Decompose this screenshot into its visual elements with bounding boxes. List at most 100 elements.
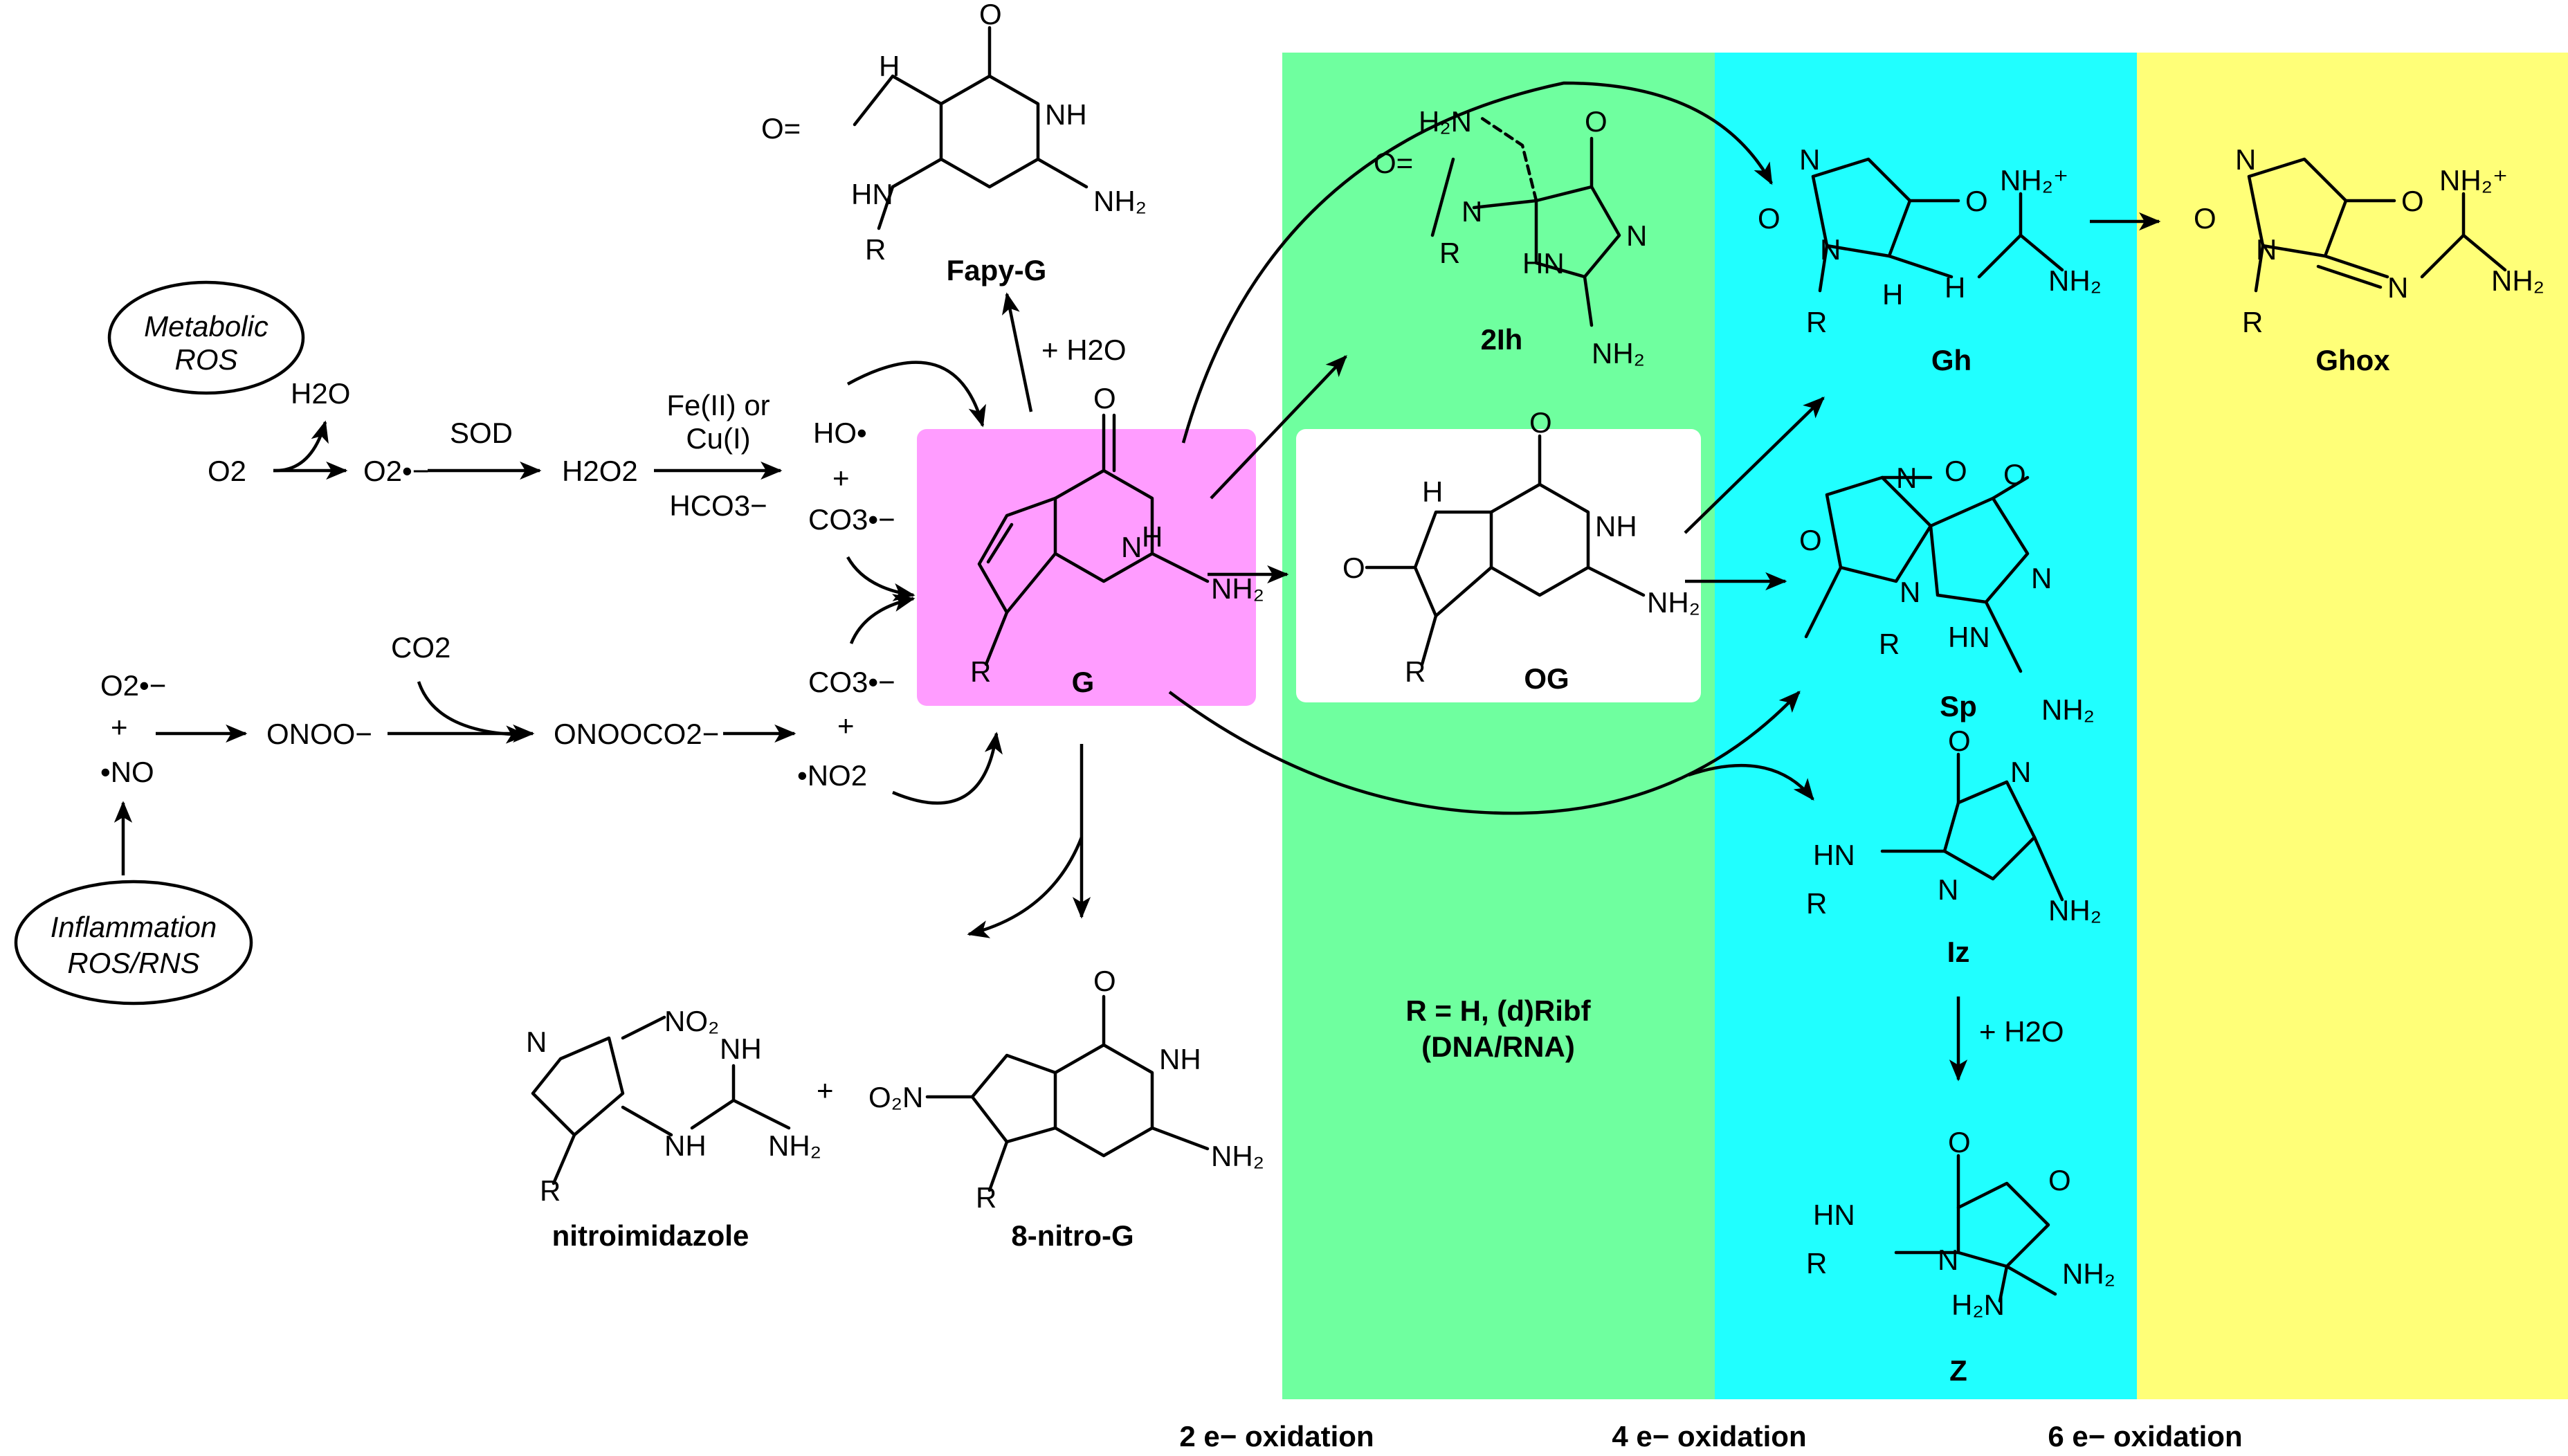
guanine-structure — [977, 413, 1210, 666]
2ih-structure — [1430, 116, 1621, 327]
ghox-n-imine: N — [2387, 271, 2408, 304]
ros-rns-label: ROS/RNS — [67, 947, 199, 979]
co2-addition-arrow — [417, 681, 528, 744]
co2-label: CO2 — [391, 631, 450, 664]
sp-nh: N — [1896, 462, 1917, 494]
sp-label: Sp — [1940, 690, 1977, 722]
peroxynitrite-label: ONOO− — [266, 718, 372, 750]
fapy-arrow — [1001, 292, 1033, 412]
z-nh2: NH₂ — [2062, 1257, 2115, 1290]
ghox-structure — [2247, 157, 2507, 293]
g-nh2: NH₂ — [1211, 572, 1264, 605]
g-carbonyl-o: O — [1093, 382, 1116, 415]
gh-o: O — [1965, 185, 1988, 217]
sp-n: N — [1900, 576, 1920, 608]
og-o: O — [1529, 406, 1552, 439]
water-release-arrow — [273, 420, 329, 473]
inflammation-source: Inflammation ROS/RNS — [14, 880, 253, 1005]
gh-n: N — [1820, 233, 1841, 266]
ghox-label: Ghox — [2315, 344, 2390, 376]
six-electron-band — [2137, 53, 2568, 1399]
z-o: O — [1948, 1126, 1971, 1158]
nitro-g-label: 8-nitro-G — [1011, 1219, 1133, 1252]
nitroimidazole-nh2: NH₂ — [768, 1129, 821, 1162]
iz-nh2: NH₂ — [2048, 894, 2102, 927]
metabolic-label: Metabolic — [144, 310, 268, 343]
iz-r: R — [1806, 887, 1827, 920]
nitroimidazole-no2: NO₂ — [664, 1005, 719, 1037]
nitric-oxide-label: •NO — [100, 756, 154, 788]
oxidation-label-4e: 4 e− oxidation — [1612, 1420, 1806, 1453]
nitration-attack-arrow — [892, 731, 1003, 805]
h2o2-label: H2O2 — [562, 455, 638, 487]
gh-nh2-plus: NH₂⁺ — [2000, 164, 2068, 197]
gh-nh: H — [1945, 271, 1965, 304]
oxygen-label: O2 — [208, 455, 246, 487]
hydroxyl-label: HO• — [813, 417, 867, 449]
iz-structure — [1880, 752, 2064, 902]
g-to-sp-arc — [1168, 691, 1801, 815]
plus-bottom-label: + — [111, 711, 128, 743]
z-r: R — [1806, 1247, 1827, 1280]
fapy-g-structure — [853, 26, 1089, 230]
gh-structure — [1811, 157, 2064, 293]
og-label: OG — [1524, 662, 1569, 695]
nitro-g-o: O — [1093, 965, 1116, 997]
g-to-gh-arc — [1181, 81, 1773, 444]
2ih-r: R — [1439, 237, 1460, 269]
nitroimidazole-r: R — [540, 1174, 561, 1207]
hydroxyl-attack-arrow — [846, 361, 986, 428]
z-n: N — [1938, 1244, 1958, 1276]
r-definition-line-2: (DNA/RNA) — [1421, 1030, 1575, 1063]
fapy-hn: HN — [851, 178, 893, 210]
og-r: R — [1405, 655, 1426, 688]
sp-o-top: O — [1945, 455, 1967, 487]
nitroimidazole-branch-arrow — [967, 837, 1084, 938]
gh-r: R — [1806, 306, 1827, 338]
gh-label: Gh — [1931, 344, 1971, 376]
ghox-r: R — [2242, 306, 2263, 338]
nitroimidazole-label: nitroimidazole — [552, 1219, 749, 1252]
sp-nh2: NH₂ — [2041, 693, 2095, 726]
g-r: R — [970, 655, 991, 688]
2ih-formyl-o: O= — [1374, 147, 1413, 179]
water-label: H2O — [291, 377, 350, 410]
metals-label-1: Fe(II) or — [666, 389, 770, 421]
sod-label: SOD — [450, 417, 513, 449]
ghox-o: O — [2401, 185, 2424, 217]
2ih-nh2: NH₂ — [1592, 337, 1645, 370]
carbonate-bottom-label: CO3•− — [808, 666, 895, 698]
inflammation-label: Inflammation — [51, 911, 217, 943]
nitroimidazole-nh: NH — [720, 1032, 762, 1065]
carbonate-top-label: CO3•− — [808, 503, 895, 536]
g-nh: H — [1142, 520, 1163, 553]
og-nh: NH — [1595, 510, 1637, 543]
r-definition-line-1: R = H, (d)Ribf — [1405, 994, 1591, 1027]
nitro-g-nh: NH — [1159, 1043, 1201, 1075]
g-to-iz-arrow — [1688, 763, 1814, 801]
plus-top-label: + — [832, 462, 850, 494]
z-h2n: H₂N — [1951, 1289, 2005, 1321]
2ih-n-ring: N — [1626, 219, 1647, 252]
sp-carbonyl-o: O — [1799, 524, 1822, 556]
nitrosoperoxycarbonate-label: ONOOCO2− — [554, 718, 719, 750]
z-label: Z — [1949, 1354, 1967, 1387]
fapy-formyl-o: O= — [761, 112, 801, 145]
z-hn: HN — [1813, 1199, 1855, 1231]
iz-n-bottom: N — [1938, 873, 1958, 906]
sp-r: R — [1879, 628, 1900, 660]
nitroimidazole-amine-nh: NH — [664, 1129, 707, 1162]
og-carbonyl-o: O — [1342, 552, 1365, 584]
nitroimidazole-n: N — [526, 1026, 547, 1058]
fapy-nh: NH — [1045, 98, 1087, 131]
metals-label-2: Cu(I) — [686, 422, 750, 455]
sp-hn: HN — [1948, 621, 1990, 653]
carbonate-bottom-attack-arrow — [849, 594, 916, 644]
fapy-g-label: Fapy-G — [947, 254, 1047, 286]
sp-o: O — [2003, 458, 2026, 491]
g-n1: N — [1121, 531, 1142, 563]
ghox-nh2: NH₂ — [2491, 264, 2544, 297]
sp-structure — [1804, 475, 2030, 673]
z-water-label: + H2O — [1979, 1015, 2064, 1048]
fapy-o: O — [979, 0, 1002, 30]
